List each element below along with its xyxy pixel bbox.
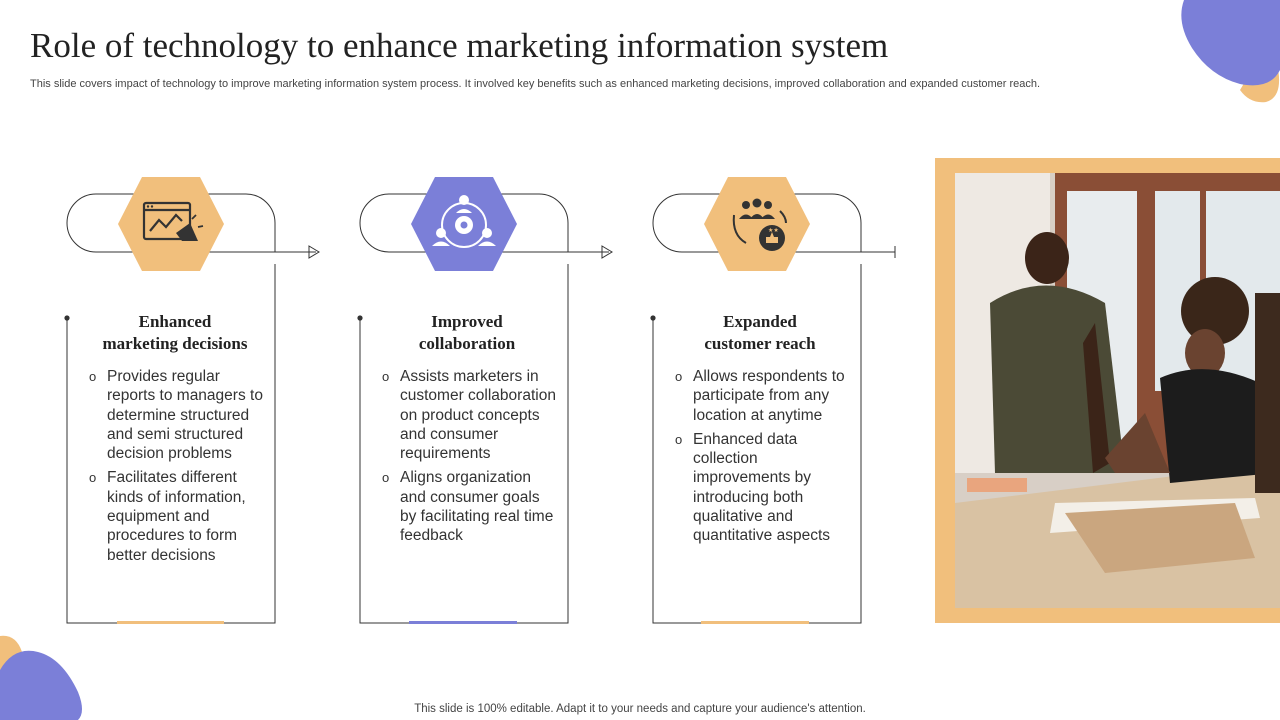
svg-text:★★: ★★ — [768, 227, 779, 234]
page-subtitle: This slide covers impact of technology t… — [30, 78, 1041, 90]
analytics-megaphone-icon — [118, 177, 224, 271]
list-item: Aligns organization and consumer goals b… — [382, 468, 557, 545]
corner-blob-top-right — [1181, 0, 1280, 103]
list-item: Assists marketers in customer collaborat… — [382, 367, 557, 463]
card-title-line: customer reach — [704, 334, 816, 353]
list-item: Enhanced data collection improvements by… — [675, 430, 850, 546]
card-bullets-expanded-reach: Allows respondents to participate from a… — [675, 367, 850, 551]
card-title-expanded-reach: Expanded customer reach — [660, 311, 860, 355]
card-title-line: Expanded — [723, 312, 797, 331]
card-title-enhanced-marketing: Enhanced marketing decisions — [75, 311, 275, 355]
card-bullets-improved-collaboration: Assists marketers in customer collaborat… — [382, 367, 557, 551]
list-item: Provides regular reports to managers to … — [89, 367, 264, 463]
corner-blob-bottom-left — [0, 635, 82, 720]
team-collaboration-icon — [411, 177, 517, 271]
footer-note: This slide is 100% editable. Adapt it to… — [414, 703, 866, 715]
page-title: Role of technology to enhance marketing … — [30, 26, 889, 65]
team-meeting-photo — [955, 173, 1280, 608]
list-item: Facilitates different kinds of informati… — [89, 468, 264, 564]
list-item: Allows respondents to participate from a… — [675, 367, 850, 425]
card-title-improved-collaboration: Improved collaboration — [367, 311, 567, 355]
card-title-line: Enhanced — [138, 312, 212, 331]
card-title-line: marketing decisions — [102, 334, 248, 353]
card-bullets-enhanced-marketing: Provides regular reports to managers to … — [89, 367, 264, 570]
card-title-line: collaboration — [418, 334, 516, 353]
card-title-line: Improved — [431, 312, 503, 331]
customer-reach-icon: ★★ — [704, 177, 810, 271]
